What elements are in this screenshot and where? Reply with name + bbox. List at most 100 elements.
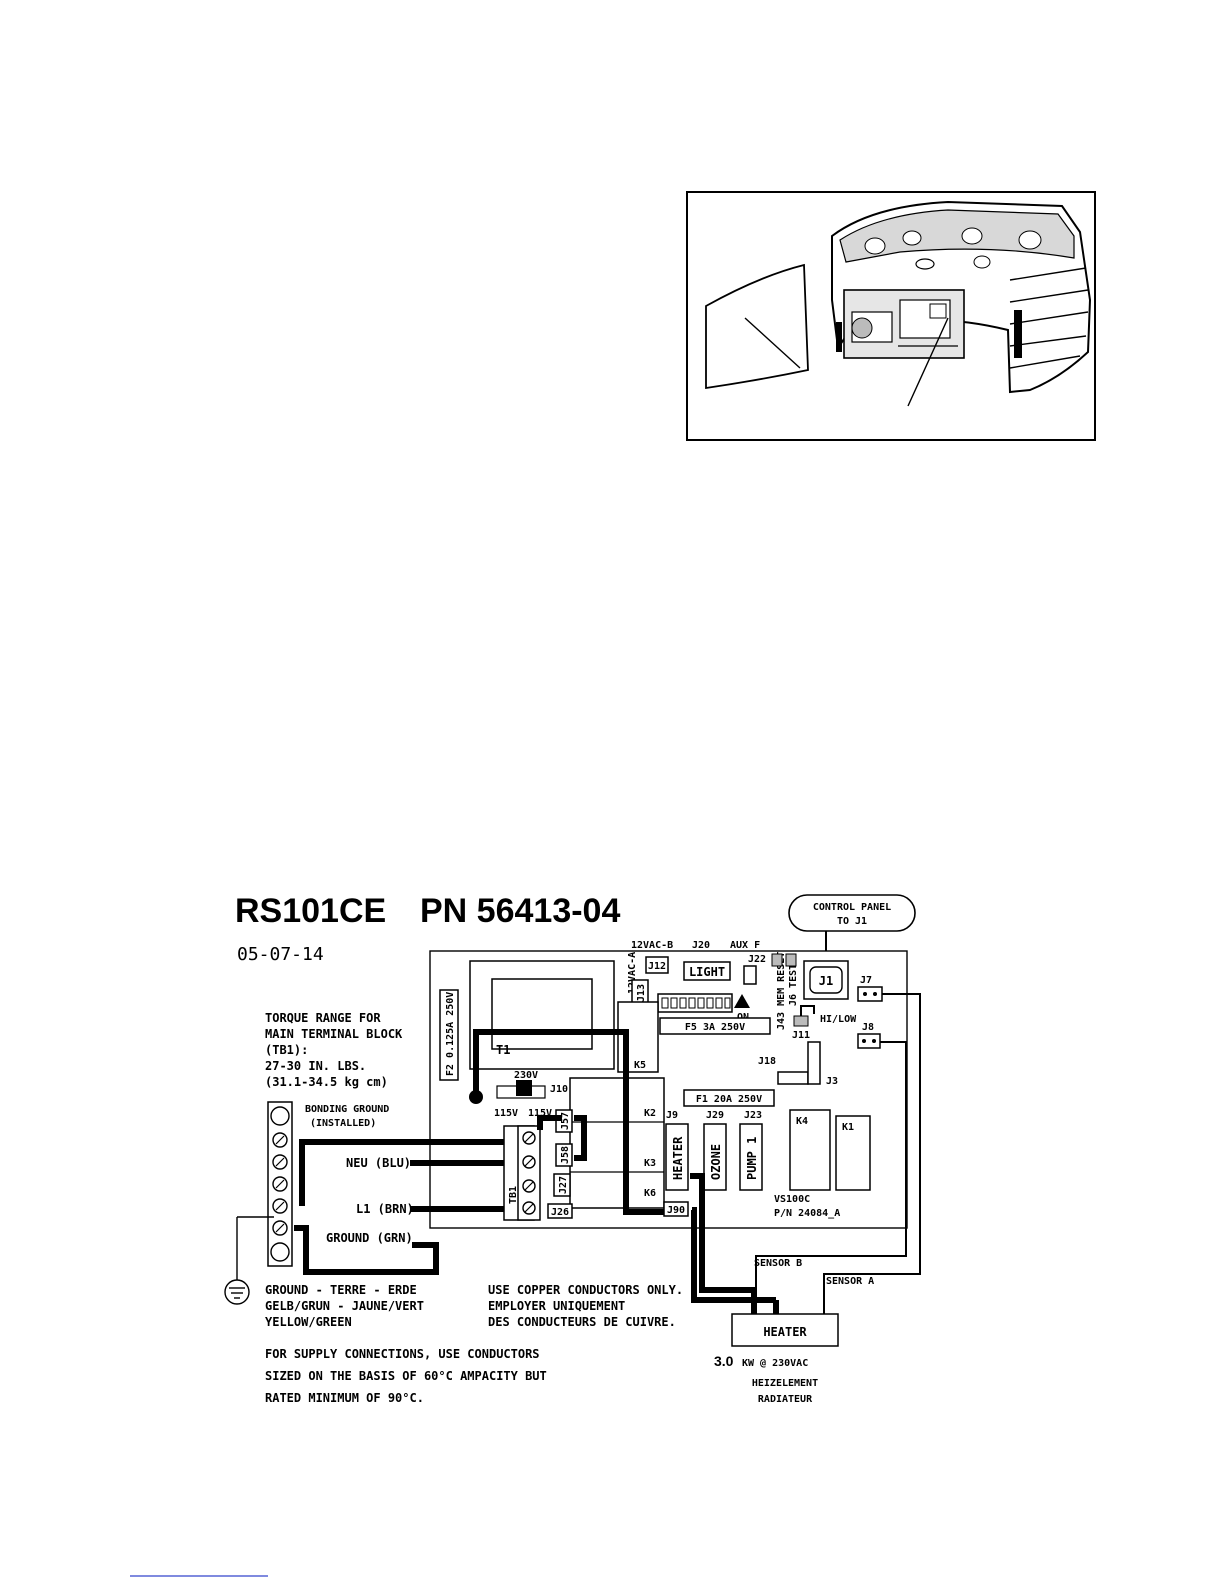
f5-label: F5 3A 250V [685,1022,745,1033]
heater-element [731,1313,839,1347]
torque-line-3: (TB1): [265,1043,308,1057]
supply-note-2: SIZED ON THE BASIS OF 60°C AMPACITY BUT [265,1369,547,1383]
test-label: J6 TEST [788,964,799,1006]
j58-label: J58 [560,1146,571,1164]
heater-power-wire-b-route [691,1207,776,1303]
vac-a-label: 12VAC-A [627,952,638,994]
heizelement-label: HEIZELEMENT [752,1378,818,1389]
j58-connector [555,1143,573,1167]
heater-rating-value: 3.0 [714,1353,734,1369]
jumper-wire-a [537,1115,562,1130]
bonding-ground-label: BONDING GROUND [305,1104,389,1115]
hi-low-wire [800,1005,815,1016]
torque-line-4: 27-30 IN. LBS. [265,1059,366,1073]
light-connector [683,961,731,981]
j7-label: J7 [860,975,872,986]
model-title: RS101CE [235,892,386,930]
ozone-connector [703,1123,727,1191]
transformer-to-j90-wire [473,1029,664,1215]
neu-label: NEU (BLU) [346,1156,411,1170]
heater-connector [665,1123,689,1191]
tb1-terminal-block [503,1125,541,1221]
pump1-connector [739,1123,763,1191]
j11-label: J11 [792,1030,810,1041]
j12-label: J12 [648,961,666,972]
control-panel-callout [788,894,916,932]
j27-connector [553,1173,571,1197]
k5-label: K5 [634,1060,646,1071]
copper-note-1: USE COPPER CONDUCTORS ONLY. [488,1283,683,1297]
j18-label: J18 [758,1056,776,1067]
copper-note-3: DES CONDUCTEURS DE CUIVRE. [488,1315,676,1329]
j12-connector [645,956,669,974]
f2-fuse [439,989,459,1081]
supply-note-1: FOR SUPPLY CONNECTIONS, USE CONDUCTORS [265,1347,540,1361]
heater-rating-unit: KW @ 230VAC [742,1358,808,1369]
bonding-ground-bar [267,1101,293,1267]
ground-note-1: GROUND - TERRE - ERDE [265,1283,417,1297]
control-panel-label: CONTROL PANEL [813,902,891,913]
dip-switch [657,993,733,1013]
copper-note-2: EMPLOYER UNIQUEMENT [488,1299,625,1313]
jumper-wire-b [574,1115,587,1161]
sensor-b-wire [755,1041,907,1320]
j29-label: J29 [706,1110,724,1121]
panel-leader-line [744,317,801,369]
j13-label: J13 [636,984,647,1002]
t1-label: T1 [496,1043,510,1057]
j8-label: J8 [862,1022,874,1033]
k4-relay [789,1109,831,1191]
j10-label: J10 [550,1084,568,1095]
j26-label: J26 [551,1207,569,1218]
j11-jumper [793,1015,809,1027]
j18-connector [777,1071,809,1085]
heater-label: HEATER [763,1325,807,1339]
f1-label: F1 20A 250V [696,1094,762,1105]
sensor-a-label: SENSOR A [826,1276,874,1287]
board-pn-label: P/N 24084_A [774,1208,840,1219]
k1-relay [835,1115,871,1191]
vs100c-label: VS100C [774,1194,810,1205]
control-box-leader-line [907,317,949,407]
ground-wire [294,1225,439,1275]
on-arrow-icon [734,994,750,1008]
supply-note-3: RATED MINIMUM OF 90°C. [265,1391,424,1405]
ground-note-2: GELB/GRUN - JAUNE/VERT [265,1299,424,1313]
torque-line-1: TORQUE RANGE FOR [265,1011,381,1025]
test-jumper [785,953,797,967]
spa-illustration [686,191,1096,441]
230v-label: 230V [514,1070,538,1081]
mem-reset-jumper [771,953,783,967]
transformer-core [491,978,593,1050]
j57-label: J57 [560,1112,571,1130]
side-panel-drawing [705,263,809,390]
sensor-b-label: SENSOR B [754,1258,802,1269]
115v-b-label: 115V [528,1108,552,1119]
revision-date: 05-07-14 [237,944,324,965]
light-label: LIGHT [689,965,725,979]
j27-label: J27 [558,1176,569,1194]
earth-ground-icon [224,1279,250,1305]
f1-fuse [683,1089,775,1107]
j3-label: J3 [826,1076,838,1087]
j7-connector [857,986,883,1002]
tb1-label: TB1 [508,1186,519,1204]
pump1-label: PUMP 1 [745,1137,759,1180]
j20-label: J20 [692,940,710,951]
l1-label: L1 (BRN) [356,1202,414,1216]
transformer-terminal [469,1090,483,1104]
ozone-label: OZONE [709,1144,723,1180]
torque-line-2: MAIN TERMINAL BLOCK [265,1027,403,1041]
aux-f-label: AUX F [730,940,760,951]
hi-low-label: HI/LOW [820,1014,857,1025]
ground-grn-label: GROUND (GRN) [326,1231,413,1245]
sensor-a-wire [823,993,921,1320]
k3-label: K3 [644,1158,656,1169]
bonding-ground-wire [299,1139,504,1206]
spa-body-drawing [831,200,1092,394]
j90-label: J90 [667,1205,685,1216]
k4-label: K4 [796,1116,808,1127]
j8-connector [857,1033,881,1049]
torque-line-5: (31.1-34.5 kg cm) [265,1075,388,1089]
j26-connector [547,1203,573,1219]
